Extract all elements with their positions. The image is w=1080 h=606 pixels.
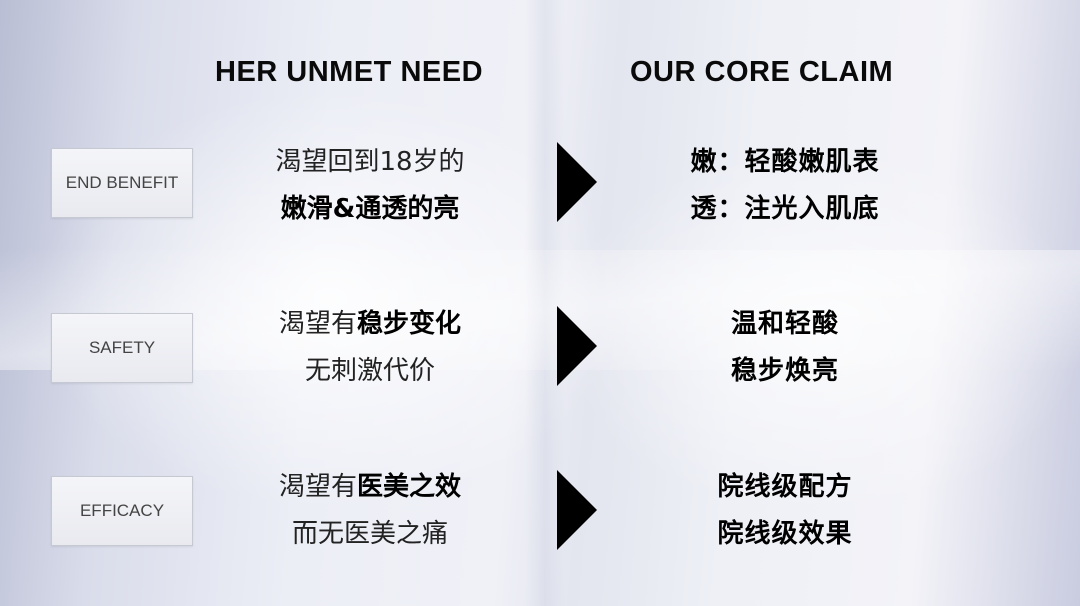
claim-end-benefit-line2: 透：注光入肌底 (690, 194, 880, 224)
claim-safety-line2: 稳步焕亮 (730, 356, 839, 386)
heading-unmet-need: HER UNMET NEED (215, 56, 484, 88)
need-efficacy-prefix: 渴望有 (278, 472, 357, 502)
need-end-benefit-line1: 渴望回到18岁的 (275, 147, 465, 177)
need-end-benefit-line2: 嫩滑&通透的亮 (280, 194, 460, 224)
need-safety: 渴望有稳步变化 无刺激代价 (240, 301, 500, 395)
claim-end-benefit: 嫩：轻酸嫩肌表 透：注光入肌底 (650, 139, 920, 233)
claim-safety-line1: 温和轻酸 (730, 309, 839, 339)
arrow-right-icon (557, 470, 597, 550)
arrow-right-icon (557, 142, 597, 222)
need-safety-line2: 无刺激代价 (304, 356, 435, 386)
need-efficacy: 渴望有医美之效 而无医美之痛 (240, 464, 500, 558)
claim-end-benefit-line1: 嫩：轻酸嫩肌表 (690, 147, 880, 177)
claim-efficacy-line1: 院线级配方 (717, 472, 853, 502)
need-safety-bold: 稳步变化 (357, 309, 462, 339)
arrow-right-icon (557, 306, 597, 386)
need-safety-prefix: 渴望有 (278, 309, 357, 339)
claim-efficacy-line2: 院线级效果 (717, 519, 853, 549)
label-safety: SAFETY (51, 313, 193, 383)
label-efficacy: EFFICACY (51, 476, 193, 546)
claim-safety: 温和轻酸 稳步焕亮 (650, 301, 920, 395)
need-end-benefit: 渴望回到18岁的 嫩滑&通透的亮 (240, 139, 500, 233)
claim-efficacy: 院线级配方 院线级效果 (650, 464, 920, 558)
need-efficacy-line2: 而无医美之痛 (291, 519, 448, 549)
label-end-benefit: END BENEFIT (51, 148, 193, 218)
heading-core-claim: OUR CORE CLAIM (630, 56, 894, 88)
need-efficacy-bold: 医美之效 (357, 472, 462, 502)
